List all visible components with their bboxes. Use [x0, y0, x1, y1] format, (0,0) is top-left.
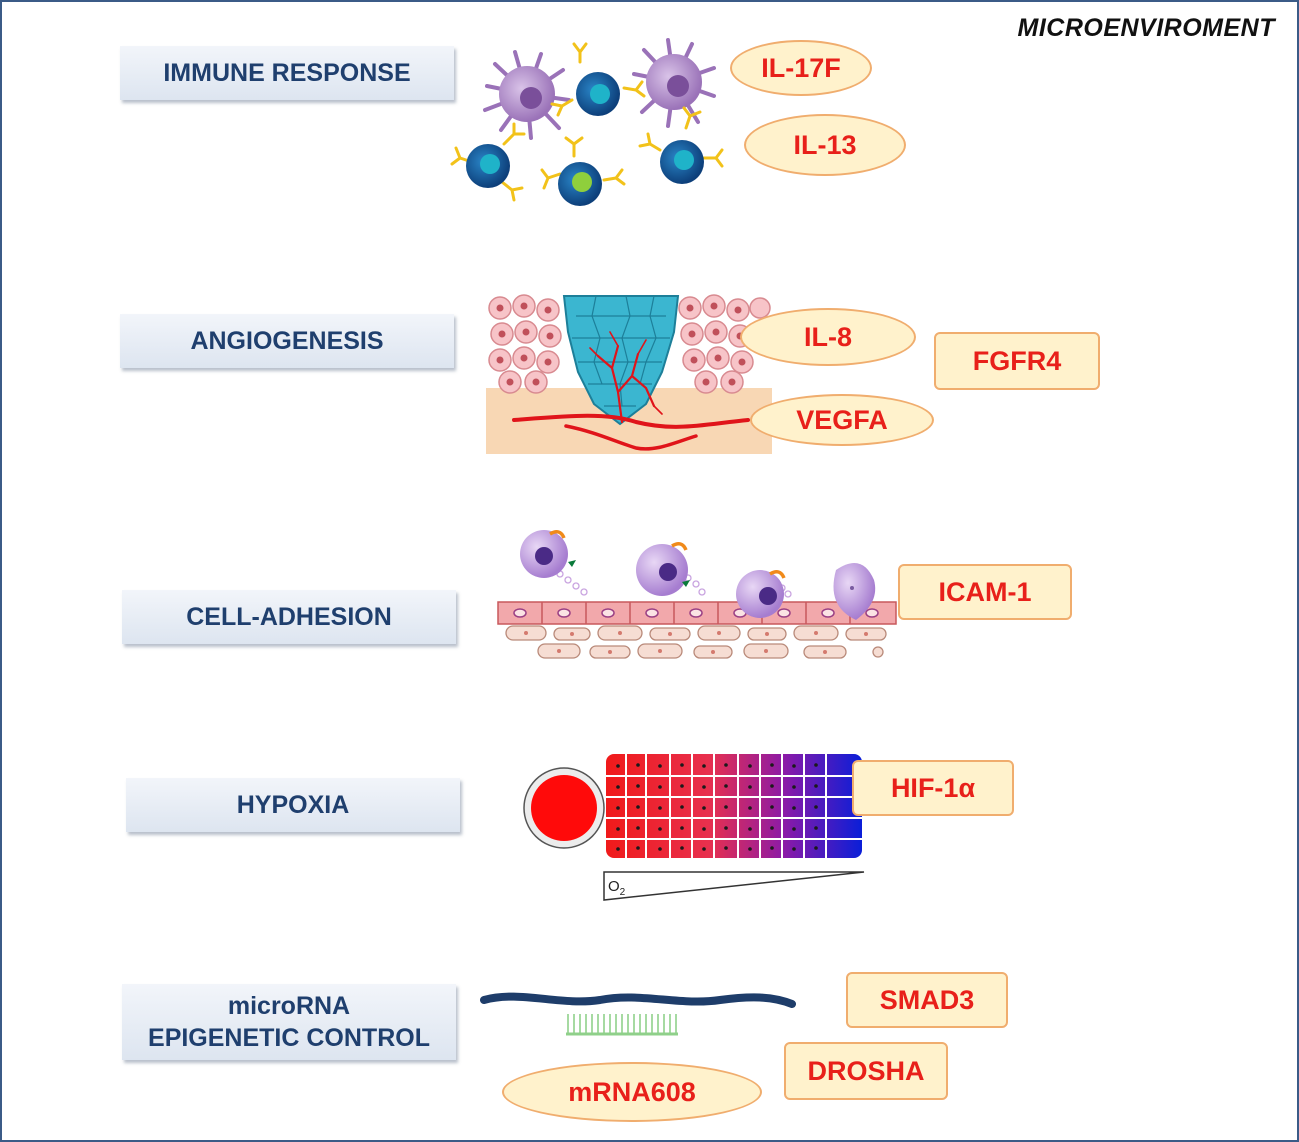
leukocyte-icon: [520, 530, 576, 578]
marker-il8: IL-8: [740, 308, 916, 366]
marker-icam1: ICAM-1: [898, 564, 1072, 620]
hypoxia-illustration: O2: [523, 754, 865, 901]
category-immune-label: IMMUNE RESPONSE: [163, 58, 411, 87]
category-immune-response: IMMUNE RESPONSE: [120, 46, 454, 100]
tissue-gradient: [606, 754, 862, 858]
category-adhesion-label: CELL-ADHESION: [186, 602, 392, 631]
diagram-title: MICROENVIROMENT: [1017, 14, 1275, 42]
marker-il17f: IL-17F: [730, 40, 872, 96]
category-hypoxia: HYPOXIA: [126, 778, 460, 832]
category-microrna-line1: microRNA: [227, 991, 351, 1020]
immune-cells-illustration: [450, 38, 724, 206]
category-angio-label: ANGIOGENESIS: [190, 326, 384, 355]
oxygen-gradient-wedge: [603, 871, 865, 901]
cell-adhesion-illustration: [497, 530, 897, 659]
mirna-binding: [566, 1014, 678, 1036]
endothelial-layer: [497, 601, 897, 625]
category-angiogenesis: ANGIOGENESIS: [120, 314, 454, 368]
angiogenesis-illustration: [486, 294, 772, 454]
blood-vessels: [512, 331, 750, 451]
lymphocyte-icon: [466, 144, 510, 188]
leukocyte-icon: [736, 570, 786, 618]
category-hypoxia-label: HYPOXIA: [236, 790, 350, 819]
lymphocyte-icon: [576, 72, 620, 116]
marker-smad3: SMAD3: [846, 972, 1008, 1028]
tumor-mass: [562, 295, 680, 426]
marker-il13: IL-13: [744, 114, 906, 176]
dendritic-cell-icon: [632, 38, 716, 128]
marker-fgfr4: FGFR4: [934, 332, 1100, 390]
stromal-layer: [505, 625, 887, 659]
blood-vessel-icon: [523, 767, 605, 849]
marker-mrna608: mRNA608: [502, 1062, 762, 1122]
marker-hif1a: HIF-1α: [852, 760, 1014, 816]
tissue-cells: [488, 294, 771, 394]
marker-drosha: DROSHA: [784, 1042, 948, 1100]
mrna-strand: [480, 992, 796, 1008]
lymphocyte-icon: [558, 162, 602, 206]
leukocyte-icon: [833, 562, 876, 620]
dendritic-cell-icon: [483, 50, 571, 140]
lymphocyte-icon: [660, 140, 704, 184]
category-microrna: microRNA EPIGENETIC CONTROL: [122, 984, 456, 1060]
category-microrna-line2: EPIGENETIC CONTROL: [148, 1024, 430, 1052]
category-cell-adhesion: CELL-ADHESION: [122, 590, 456, 644]
marker-vegfa: VEGFA: [750, 394, 934, 446]
microrna-illustration: [480, 992, 796, 1036]
leukocyte-icon: [636, 542, 690, 596]
